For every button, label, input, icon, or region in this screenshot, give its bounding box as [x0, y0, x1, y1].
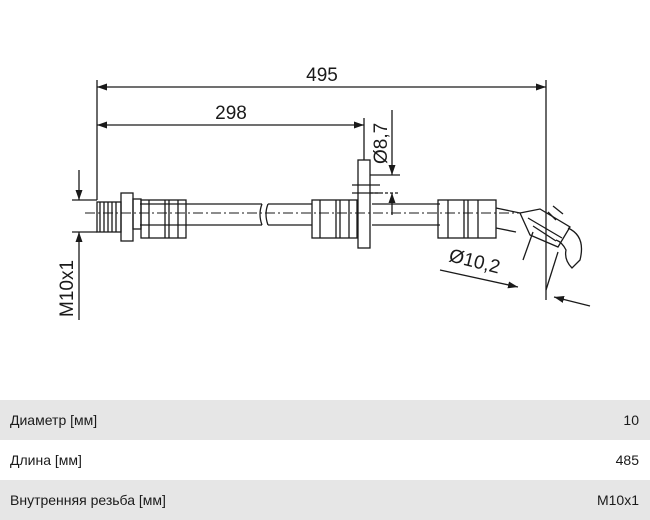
hole-diameter-label: Ø8,7 [371, 123, 392, 164]
total-length-label: 495 [306, 65, 338, 86]
spec-value: 485 [615, 452, 639, 468]
spec-label: Диаметр [мм] [10, 412, 98, 428]
spec-label: Длина [мм] [10, 452, 82, 468]
crimp-sleeve [437, 199, 497, 239]
crimp-sleeve [140, 199, 187, 239]
spec-value: M10x1 [596, 492, 639, 508]
spec-row-diameter: Диаметр [мм] 10 [0, 400, 650, 440]
crimp-sleeve [311, 199, 358, 239]
spec-row-length: Длина [мм] 485 [0, 440, 650, 480]
partial-length-label: 298 [215, 103, 247, 124]
thread-label: M10x1 [57, 260, 78, 317]
spec-row-thread: Внутренняя резьба [мм] M10x1 [0, 480, 650, 520]
hose-technical-drawing: 495 298 Ø8,7 Ø10,2 M10x1 [57, 65, 591, 320]
spec-value: 10 [623, 412, 639, 428]
hose-body [140, 203, 440, 226]
threaded-fitting [96, 192, 142, 242]
bend-diameter-dim-line [439, 269, 519, 289]
spec-label: Внутренняя резьба [мм] [10, 492, 166, 508]
bent-end-fitting [495, 205, 583, 269]
specs-table: Диаметр [мм] 10 Длина [мм] 485 Внутрення… [0, 400, 650, 520]
